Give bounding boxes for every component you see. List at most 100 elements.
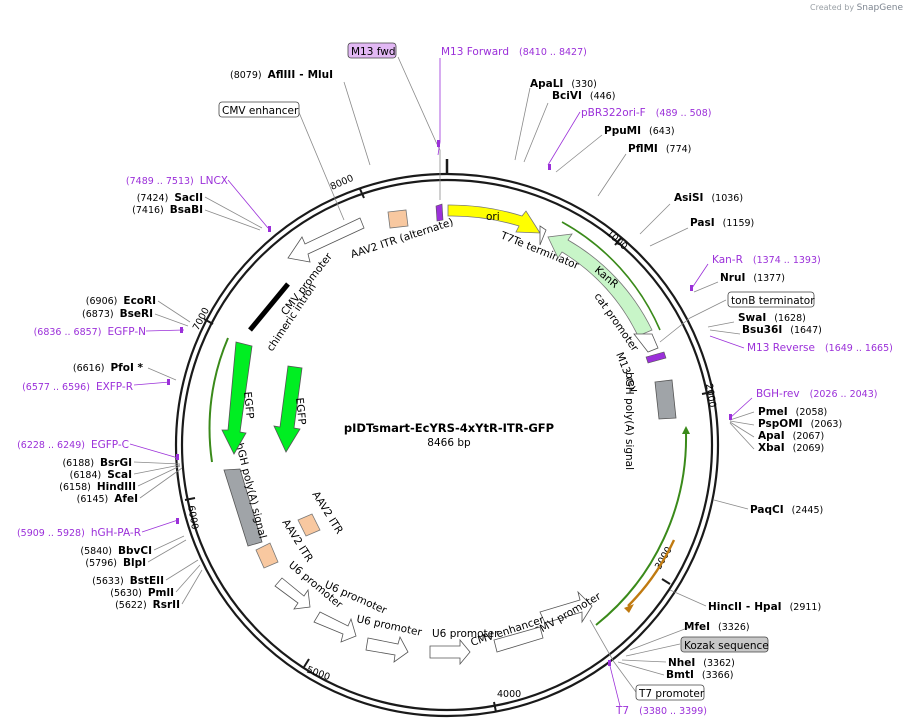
primer-m13-forward: M13 Forward(8410 .. 8427) <box>441 46 587 58</box>
t7-promoter-box-label: T7 promoter <box>638 688 705 700</box>
primer-lncx: (7489 .. 7513)LNCX <box>126 175 228 187</box>
enzyme-ppuMI: PpuMI(643) <box>604 125 675 137</box>
t7-promoter-box <box>635 684 705 701</box>
plasmid-length: 8466 bp <box>427 437 471 449</box>
tick-2000: 2000 <box>703 383 718 409</box>
enzyme-pmlI: (5630)PmlI <box>110 587 174 599</box>
u6-promoter-1 <box>429 638 471 666</box>
chimeric-intron-feature <box>248 282 290 332</box>
egfp-primer-arc <box>208 337 229 463</box>
u6-promoter-2 <box>365 635 409 663</box>
primer-egfp-c: (6228 .. 6249)EGFP-C <box>17 439 129 451</box>
tonb-terminator-box <box>727 291 815 308</box>
cat-promoter-feature <box>633 333 659 353</box>
cmv-enhancer-box <box>218 101 300 118</box>
m13-rev-feature <box>645 351 667 364</box>
primer-bgh-rev: BGH-rev(2026 .. 2043) <box>756 388 877 400</box>
enzyme-paqCI: PaqCI(2445) <box>750 504 823 516</box>
enzyme-hindIII: (6158)HindIII <box>59 481 136 493</box>
egfp-feature-2 <box>273 365 303 453</box>
tick-4000: 4000 <box>497 689 521 700</box>
kozak-box <box>680 636 769 653</box>
plasmid-name: pIDTsmart-EcYRS-4xYtR-ITR-GFP <box>344 421 554 435</box>
primer-m13-reverse: M13 Reverse(1649 .. 1665) <box>747 342 893 354</box>
aav2-itr-left <box>255 542 279 569</box>
egfp-label-2: EGFP <box>293 397 308 425</box>
enzyme-bseRI: (6873)BseRI <box>82 308 153 320</box>
tonb-terminator-box-label: tonB terminator <box>731 295 815 307</box>
hgh-polya-feature <box>223 468 263 547</box>
m13-fwd-box-label: M13 fwd <box>351 46 396 58</box>
cmv-promoter-inner <box>539 590 593 624</box>
enzyme-sacII: (7424)SacII <box>137 192 203 204</box>
aav2-itr-right <box>297 513 321 537</box>
enzyme-ecoRI: (6906)EcoRI <box>86 295 156 307</box>
enzyme-bstEII: (5633)BstEII <box>92 575 164 587</box>
enzyme-rsrII: (5622)RsrII <box>115 599 180 611</box>
right-green-arc <box>595 431 688 626</box>
enzyme-pasI: PasI(1159) <box>690 217 754 229</box>
scale-ticks <box>184 188 713 713</box>
enzyme-nheI: NheI(3362) <box>668 657 735 669</box>
backbone-inner <box>180 178 714 712</box>
m13-fwd-box <box>347 42 397 59</box>
cmv-enhancer-box-label: CMV enhancer <box>222 105 299 117</box>
kanr-feature <box>547 233 653 337</box>
enzyme-mfeI: MfeI(3326) <box>684 621 750 633</box>
ori-feature <box>447 204 541 234</box>
cmv-promoter-upper <box>287 217 365 263</box>
u6-promoter-4 <box>274 577 311 610</box>
enzyme-afeI: (6145)AfeI <box>77 493 138 505</box>
kanr-primer-arc <box>561 221 661 331</box>
enzyme-pspOMI: PspOMI(2063) <box>758 418 842 430</box>
enzyme-nruI: NruI(1377) <box>720 272 785 284</box>
enzyme-xbaI: XbaI(2069) <box>758 442 824 454</box>
u6-label-2: U6 promoter <box>355 613 423 639</box>
enzyme-aflIII-mluI: (8079)AflIII-MluI <box>230 69 333 81</box>
kozak-box-label: Kozak sequence <box>684 640 769 652</box>
primer-hgh-pa-r: (5909 .. 5928)hGH-PA-R <box>17 527 141 539</box>
enzyme-bmtI: BmtI(3366) <box>666 669 733 681</box>
m13-fwd-feature <box>435 203 444 222</box>
right-orange-arrowhead <box>624 604 634 613</box>
enzyme-apaLI: ApaLI(330) <box>530 78 597 90</box>
enzyme-bsu36I: Bsu36I(1647) <box>742 324 822 336</box>
cmv-enhancer-inner <box>493 626 544 653</box>
chimeric-intron-label: chimeric intron <box>265 281 319 353</box>
egfp-label-1: EGFP <box>241 391 256 419</box>
ori-label: ori <box>486 211 500 223</box>
watermark-prefix: Created by <box>810 3 855 12</box>
egfp-feature-1 <box>221 341 253 455</box>
enzyme-blpI: (5796)BlpI <box>85 557 146 569</box>
tick-5000: 5000 <box>305 664 331 683</box>
bgh-signal-label: bGH poly(A) signal <box>623 372 635 470</box>
primer-egfp-n: (6836 .. 6857)EGFP-N <box>34 326 146 338</box>
primer-pbr322ori-f: pBR322ori-F(489 .. 508) <box>581 107 711 119</box>
enzyme-bbvCI: (5840)BbvCI <box>80 545 152 557</box>
right-green-arrowhead <box>682 426 690 434</box>
snapgene-watermark: Created by SnapGene <box>810 3 903 13</box>
enzyme-apaI: ApaI(2067) <box>758 430 824 442</box>
t7te-terminator-marker <box>539 225 547 246</box>
enzyme-bsrGI: (6188)BsrGI <box>62 457 132 469</box>
tick-6000: 6000 <box>185 505 200 531</box>
primer-t7: T7(3380 .. 3399) <box>615 705 707 717</box>
enzyme-scaI: (6184)ScaI <box>70 469 132 481</box>
u6-promoter-3 <box>313 611 357 643</box>
enzyme-asiSI: AsiSI(1036) <box>674 192 743 204</box>
enzyme-bsaBI: (7416)BsaBI <box>132 204 203 216</box>
aav2-itr-alt-feature <box>387 209 409 229</box>
tick-8000: 8000 <box>329 173 356 193</box>
enzyme-bciVI: BciVI(446) <box>552 90 615 102</box>
bgh-polya-feature <box>654 379 677 420</box>
enzyme-swaI: SwaI(1628) <box>738 312 806 324</box>
u6-label-1: U6 promoter <box>432 628 499 640</box>
enzyme-pmeI: PmeI(2058) <box>758 406 827 418</box>
primer-kan-r: Kan-R(1374 .. 1393) <box>712 254 821 266</box>
primer-exfp-r: (6577 .. 6596)EXFP-R <box>22 381 133 393</box>
right-orange-arc <box>627 539 676 607</box>
enzyme-pfoI: (6616)PfoI * <box>73 362 144 374</box>
primer-markers <box>167 140 732 666</box>
enzyme-hincII-hpaI: HincII-HpaI(2911) <box>708 601 821 613</box>
